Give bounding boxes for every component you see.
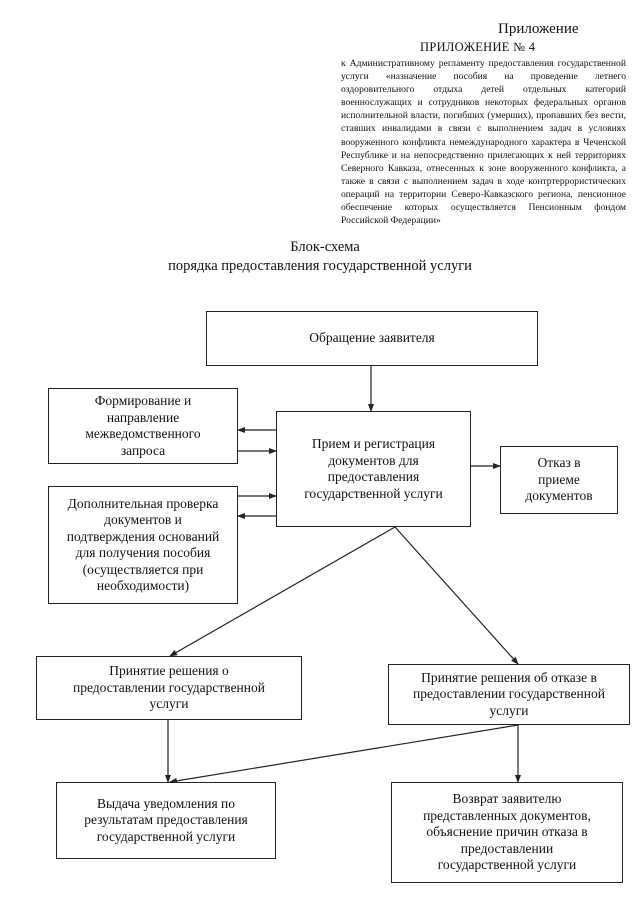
node-applicant-request: Обращение заявителя [206,311,538,366]
node-return-documents-label: Возврат заявителю представленных докумен… [423,791,591,873]
node-applicant-request-label: Обращение заявителя [309,330,435,346]
node-interagency-request: Формирование и направление межведомствен… [48,388,238,464]
appendix-text: к Административному регламенту предостав… [341,58,626,227]
appendix-number: ПРИЛОЖЕНИЕ № 4 [420,40,536,54]
node-interagency-request-label: Формирование и направление межведомствен… [85,393,201,458]
node-notification-label: Выдача уведомления по результатам предос… [84,795,248,844]
node-decision-grant-label: Принятие решения о предоставлении госуда… [73,663,265,712]
node-return-documents: Возврат заявителю представленных докумен… [391,782,623,883]
node-reception-registration: Прием и регистрация документов для предо… [276,411,471,527]
arrow-reception-to-grant [169,526,396,657]
node-additional-check: Дополнительная проверка документов и под… [48,486,238,604]
diagram-subtitle: порядка предоставления государственной у… [168,258,472,274]
diagram-title: Блок-схема [290,239,360,255]
node-decision-grant: Принятие решения о предоставлении госуда… [36,656,302,720]
node-decision-refuse-label: Принятие решения об отказе в предоставле… [413,669,605,718]
node-decision-refuse: Принятие решения об отказе в предоставле… [388,664,630,725]
arrow-refuse-to-notification [169,724,519,784]
node-notification: Выдача уведомления по результатам предос… [56,782,276,859]
appendix-title: Приложение [498,21,579,37]
node-reception-registration-label: Прием и регистрация документов для предо… [304,436,443,501]
arrow-reception-to-refuse [394,526,519,665]
node-additional-check-label: Дополнительная проверка документов и под… [66,495,220,594]
node-refusal-reception-label: Отказ в приеме документов [525,455,593,504]
node-refusal-reception: Отказ в приеме документов [500,446,618,514]
